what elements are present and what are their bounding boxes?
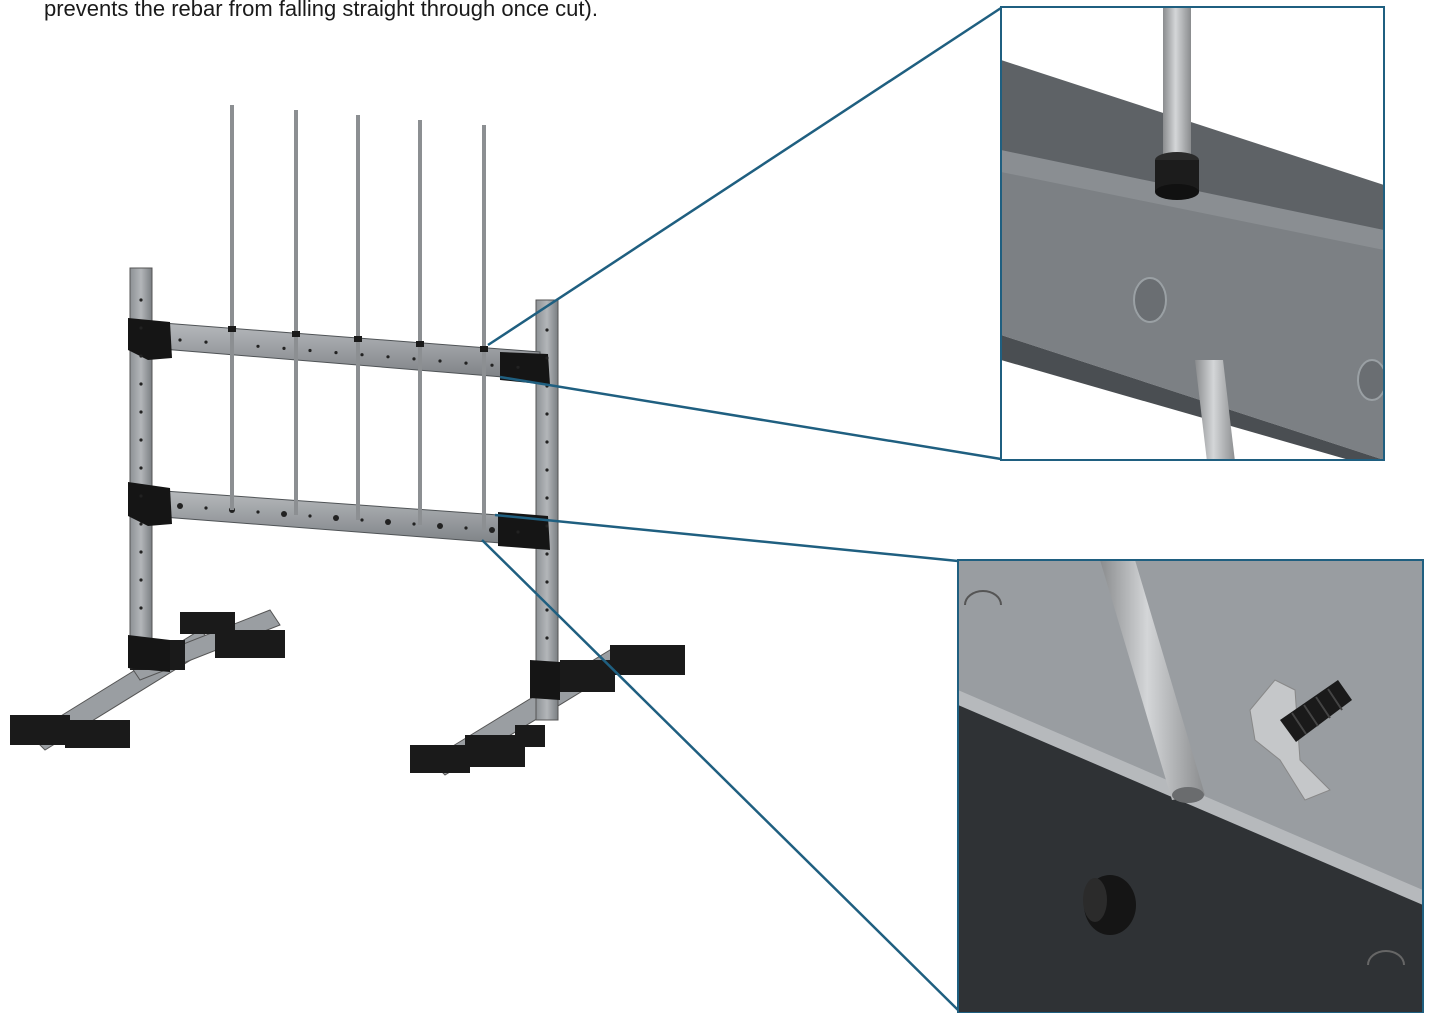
beam-hole: [256, 344, 260, 348]
beam-hole: [204, 340, 208, 344]
post-hole: [139, 466, 143, 470]
post-hole: [545, 636, 549, 640]
post-hole: [139, 354, 143, 358]
beam-hole: [412, 522, 416, 526]
beam-hole: [334, 351, 338, 355]
beam-hole: [177, 503, 183, 509]
post-hole: [545, 356, 549, 360]
beam-hole: [178, 338, 182, 342]
beam-hole: [281, 511, 287, 517]
beam-hole: [464, 526, 468, 530]
post-hole: [139, 522, 143, 526]
rod-collar: [480, 346, 488, 352]
beam-hole: [490, 363, 494, 367]
beam-hole: [489, 527, 495, 533]
beam-hole: [438, 359, 442, 363]
post-hole: [139, 326, 143, 330]
rod-collar: [416, 341, 424, 347]
rod-collar: [292, 331, 300, 337]
post-hole: [545, 580, 549, 584]
post-hole: [139, 494, 143, 498]
rod-collar: [228, 326, 236, 332]
vertical-rods: [228, 105, 488, 530]
post-hole: [545, 468, 549, 472]
beam-hole: [385, 519, 391, 525]
bolt-thread-icon: [1280, 680, 1352, 742]
post-hole: [139, 410, 143, 414]
post-hole: [545, 524, 549, 528]
beam-hole: [308, 348, 312, 353]
post-hole: [545, 608, 549, 612]
post-hole: [545, 496, 549, 500]
rod-collar: [354, 336, 362, 342]
post-hole: [545, 328, 549, 332]
beam-hole: [204, 506, 208, 510]
post-hole: [545, 440, 549, 444]
post-hole: [139, 298, 143, 302]
vertical-rod: [230, 105, 234, 510]
beam-hole: [516, 530, 520, 534]
vertical-rod: [418, 120, 422, 525]
frame-brackets: [128, 318, 560, 700]
beam-hole: [386, 355, 390, 359]
wing-nut-detail-icon: [957, 559, 1424, 1013]
beam-hole: [360, 353, 364, 357]
beam-hole: [282, 346, 286, 350]
post-hole: [139, 578, 143, 582]
right-post: [535, 299, 559, 721]
beam-hole: [516, 365, 520, 369]
side-knob-icon: [1083, 875, 1136, 935]
beam-hole: [308, 514, 312, 518]
rod-collar-detail-icon: [1000, 6, 1385, 461]
post-hole: [139, 438, 143, 442]
post-hole: [545, 552, 549, 556]
lower-beam: [149, 489, 541, 547]
post-hole: [139, 550, 143, 554]
post-hole: [139, 382, 143, 386]
beam-hole: [360, 518, 364, 522]
rebar-cutting-jig-icon: [10, 6, 1002, 1011]
right-foot: [410, 645, 685, 776]
beam-hole: [437, 523, 443, 529]
caption-text: prevents the rebar from falling straight…: [44, 0, 598, 21]
beam-hole: [464, 361, 468, 365]
beam-hole: [412, 357, 416, 361]
beam-hole: [256, 510, 260, 514]
post-hole: [139, 606, 143, 610]
post-hole: [545, 412, 549, 416]
vertical-rod: [482, 125, 486, 530]
callout-lines: [481, 6, 1002, 1011]
beam-hole: [333, 515, 339, 521]
vertical-rod: [294, 110, 298, 515]
vertical-rod: [356, 115, 360, 520]
